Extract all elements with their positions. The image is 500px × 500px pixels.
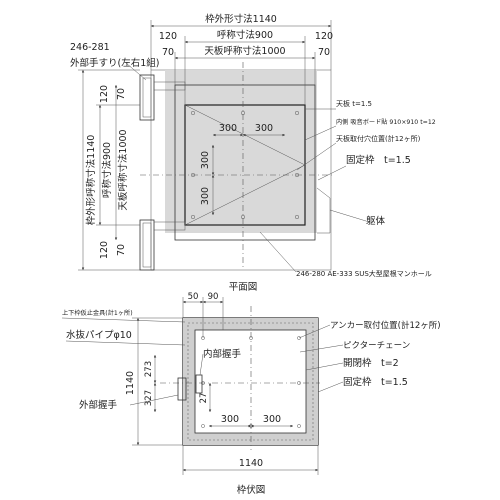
handrail-lower bbox=[139, 219, 155, 271]
plan-dim-top-plate: 天板呼称寸法1000 bbox=[204, 45, 285, 57]
plan-dim-outer: 枠外形寸法1140 bbox=[205, 13, 277, 25]
frame-caption: 枠伏図 bbox=[237, 484, 266, 496]
frame-inner-h300-a: 300 bbox=[221, 414, 239, 425]
note-open-frame: 開閉枠 t=2 bbox=[343, 357, 399, 369]
note-frame-fixed: 固定枠 t=1.5 bbox=[343, 376, 408, 388]
frame-inner-h300-b: 300 bbox=[263, 414, 281, 425]
plan-inner-h300-a: 300 bbox=[219, 123, 237, 134]
note-body: 躯体 bbox=[366, 215, 386, 227]
plan-dim-70-right: 70 bbox=[318, 47, 330, 58]
plan-inner-v300-b: 300 bbox=[200, 187, 211, 205]
handrail-code: 246-281 bbox=[70, 42, 110, 53]
frame-dim-327: 327 bbox=[144, 390, 154, 406]
plan-dim-left-top-plate: 天板呼称寸法1000 bbox=[117, 129, 129, 210]
note-fixed-frame: 固定枠 t=1.5 bbox=[346, 154, 411, 166]
frame-inner bbox=[194, 329, 307, 434]
plan-inner-h300-b: 300 bbox=[255, 123, 273, 134]
plan-dim-120-right: 120 bbox=[315, 31, 333, 42]
plan-dim-nominal: 呼称寸法900 bbox=[217, 29, 273, 41]
plan-dim-70-left: 70 bbox=[162, 47, 174, 58]
frame-anchor-holes bbox=[201, 336, 301, 428]
int-handle-shape bbox=[195, 374, 203, 394]
frame-dim-bottom-1140: 1140 bbox=[239, 458, 263, 469]
plan-dim-70-top: 70 bbox=[116, 88, 127, 100]
handrail-upper bbox=[139, 74, 155, 121]
frame-view: 50 90 上下枠仮止金具(計1ヶ所) 水抜パイプφ10 外部握手 1140 2… bbox=[61, 292, 441, 496]
plan-mount-holes bbox=[190, 110, 300, 220]
note-board: 内側 吸音ボード貼 910×910 t=12 bbox=[336, 118, 436, 126]
plan-dim-120-bottom: 120 bbox=[99, 241, 110, 259]
ext-handle-shape bbox=[177, 377, 187, 401]
plan-view: 枠外形寸法1140 呼称寸法900 天板呼称寸法1000 120 120 70 … bbox=[70, 13, 436, 293]
note-manhole: 246-280 AE-333 SUS大型屋根マンホール bbox=[296, 269, 432, 278]
note-ext-handle: 外部握手 bbox=[79, 399, 118, 411]
frame-dim-50: 50 bbox=[188, 292, 199, 302]
plan-inner-v300-a: 300 bbox=[200, 151, 211, 169]
plan-dim-70-bottom: 70 bbox=[116, 244, 127, 256]
note-holes: 天板取付穴位置(計12ヶ所) bbox=[336, 134, 421, 143]
plan-dim-120-top: 120 bbox=[99, 85, 110, 103]
plan-dim-left-outer: 枠外形呼称寸法1140 bbox=[85, 135, 97, 226]
plan-body-shade bbox=[165, 70, 317, 233]
frame-dim-273: 273 bbox=[144, 361, 154, 377]
frame-dotted bbox=[187, 322, 314, 441]
inner-handle-label: 内部握手 bbox=[203, 348, 242, 360]
note-drain-pipe: 水抜パイプφ10 bbox=[66, 329, 132, 341]
plan-body-edge bbox=[316, 187, 331, 234]
handrail-label: 外部手すり(左右1組) bbox=[70, 57, 159, 69]
handrail-arm-lower bbox=[153, 221, 186, 231]
plan-caption: 平面図 bbox=[229, 282, 258, 293]
note-anchor: アンカー取付位置(計12ヶ所) bbox=[330, 320, 441, 331]
note-cover-fitting: 上下枠仮止金具(計1ヶ所) bbox=[62, 309, 133, 317]
frame-dim-90: 90 bbox=[208, 292, 219, 302]
frame-dim-27: 27 bbox=[199, 393, 209, 404]
plan-top-plate bbox=[174, 84, 316, 241]
note-top-plate: 天板 t=1.5 bbox=[336, 99, 372, 108]
plan-dim-120-left: 120 bbox=[159, 31, 177, 42]
plan-dim-left-nominal: 呼称寸法900 bbox=[101, 142, 113, 198]
frame-dim-left-1140: 1140 bbox=[125, 371, 136, 395]
note-chain: ピクターチェーン bbox=[343, 341, 410, 351]
